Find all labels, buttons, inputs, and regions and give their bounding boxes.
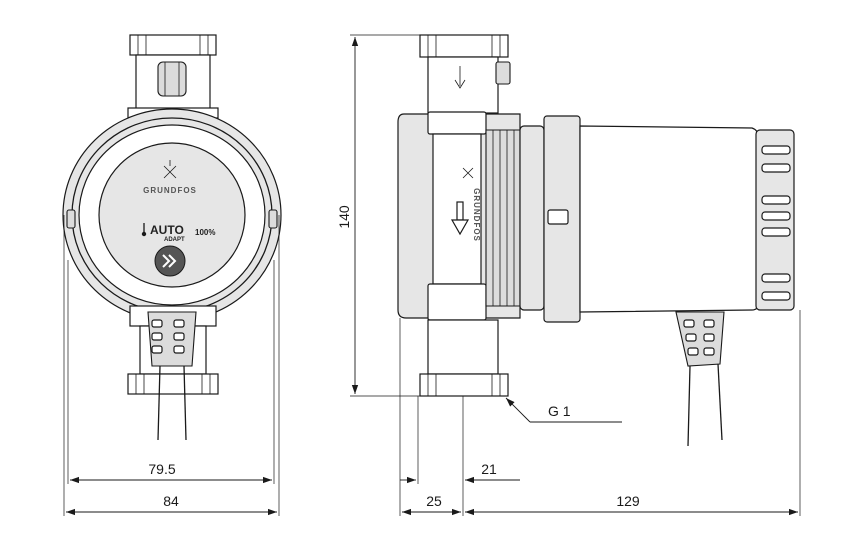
side-brand-label: GRUNDFOS	[472, 188, 481, 242]
front-view: GRUNDFOS AUTO ADAPT 100%	[62, 34, 282, 441]
side-view: GRUNDFOS	[397, 34, 795, 447]
thermometer-icon	[141, 223, 147, 237]
dim-port-center-label: 25	[426, 493, 442, 509]
dimensions: 140 79.5 84 21 25 129	[63, 34, 801, 516]
front-brand-label: GRUNDFOS	[143, 186, 197, 195]
front-top-nut	[127, 34, 219, 119]
dim-motor-length-label: 129	[616, 493, 640, 509]
mode-sublabel: ADAPT	[164, 237, 185, 243]
side-top-nut	[419, 34, 511, 114]
dim-front-inner-width: 79.5	[70, 461, 272, 484]
thread-callout-label: G 1	[548, 403, 571, 419]
mode-button[interactable]	[154, 245, 186, 277]
mode-label: AUTO	[150, 223, 184, 237]
dim-port-offset-label: 21	[481, 461, 497, 477]
front-cable	[157, 365, 187, 441]
side-cable	[687, 363, 723, 447]
thread-callout: G 1	[505, 397, 622, 423]
dim-height-label: 140	[336, 205, 352, 229]
chevron-right-icon	[162, 254, 177, 268]
side-grundfos-logo-icon	[462, 167, 474, 179]
dim-motor-length: 129	[465, 493, 798, 516]
dim-port-center: 25	[402, 493, 461, 516]
side-motor	[519, 115, 795, 323]
dim-front-total-width: 84	[66, 493, 277, 516]
dim-height: 140	[336, 37, 359, 394]
front-housing	[62, 108, 282, 322]
percent-label: 100%	[195, 228, 215, 237]
side-cable-gland	[675, 311, 725, 367]
grundfos-logo-icon	[163, 160, 177, 179]
front-cable-gland	[147, 311, 197, 367]
front-panel: GRUNDFOS AUTO ADAPT 100%	[141, 160, 215, 277]
side-lower-nut	[419, 319, 509, 397]
dim-front-inner-width-label: 79.5	[148, 461, 175, 477]
dim-port-offset: 21	[400, 461, 520, 484]
dim-front-total-width-label: 84	[163, 493, 179, 509]
